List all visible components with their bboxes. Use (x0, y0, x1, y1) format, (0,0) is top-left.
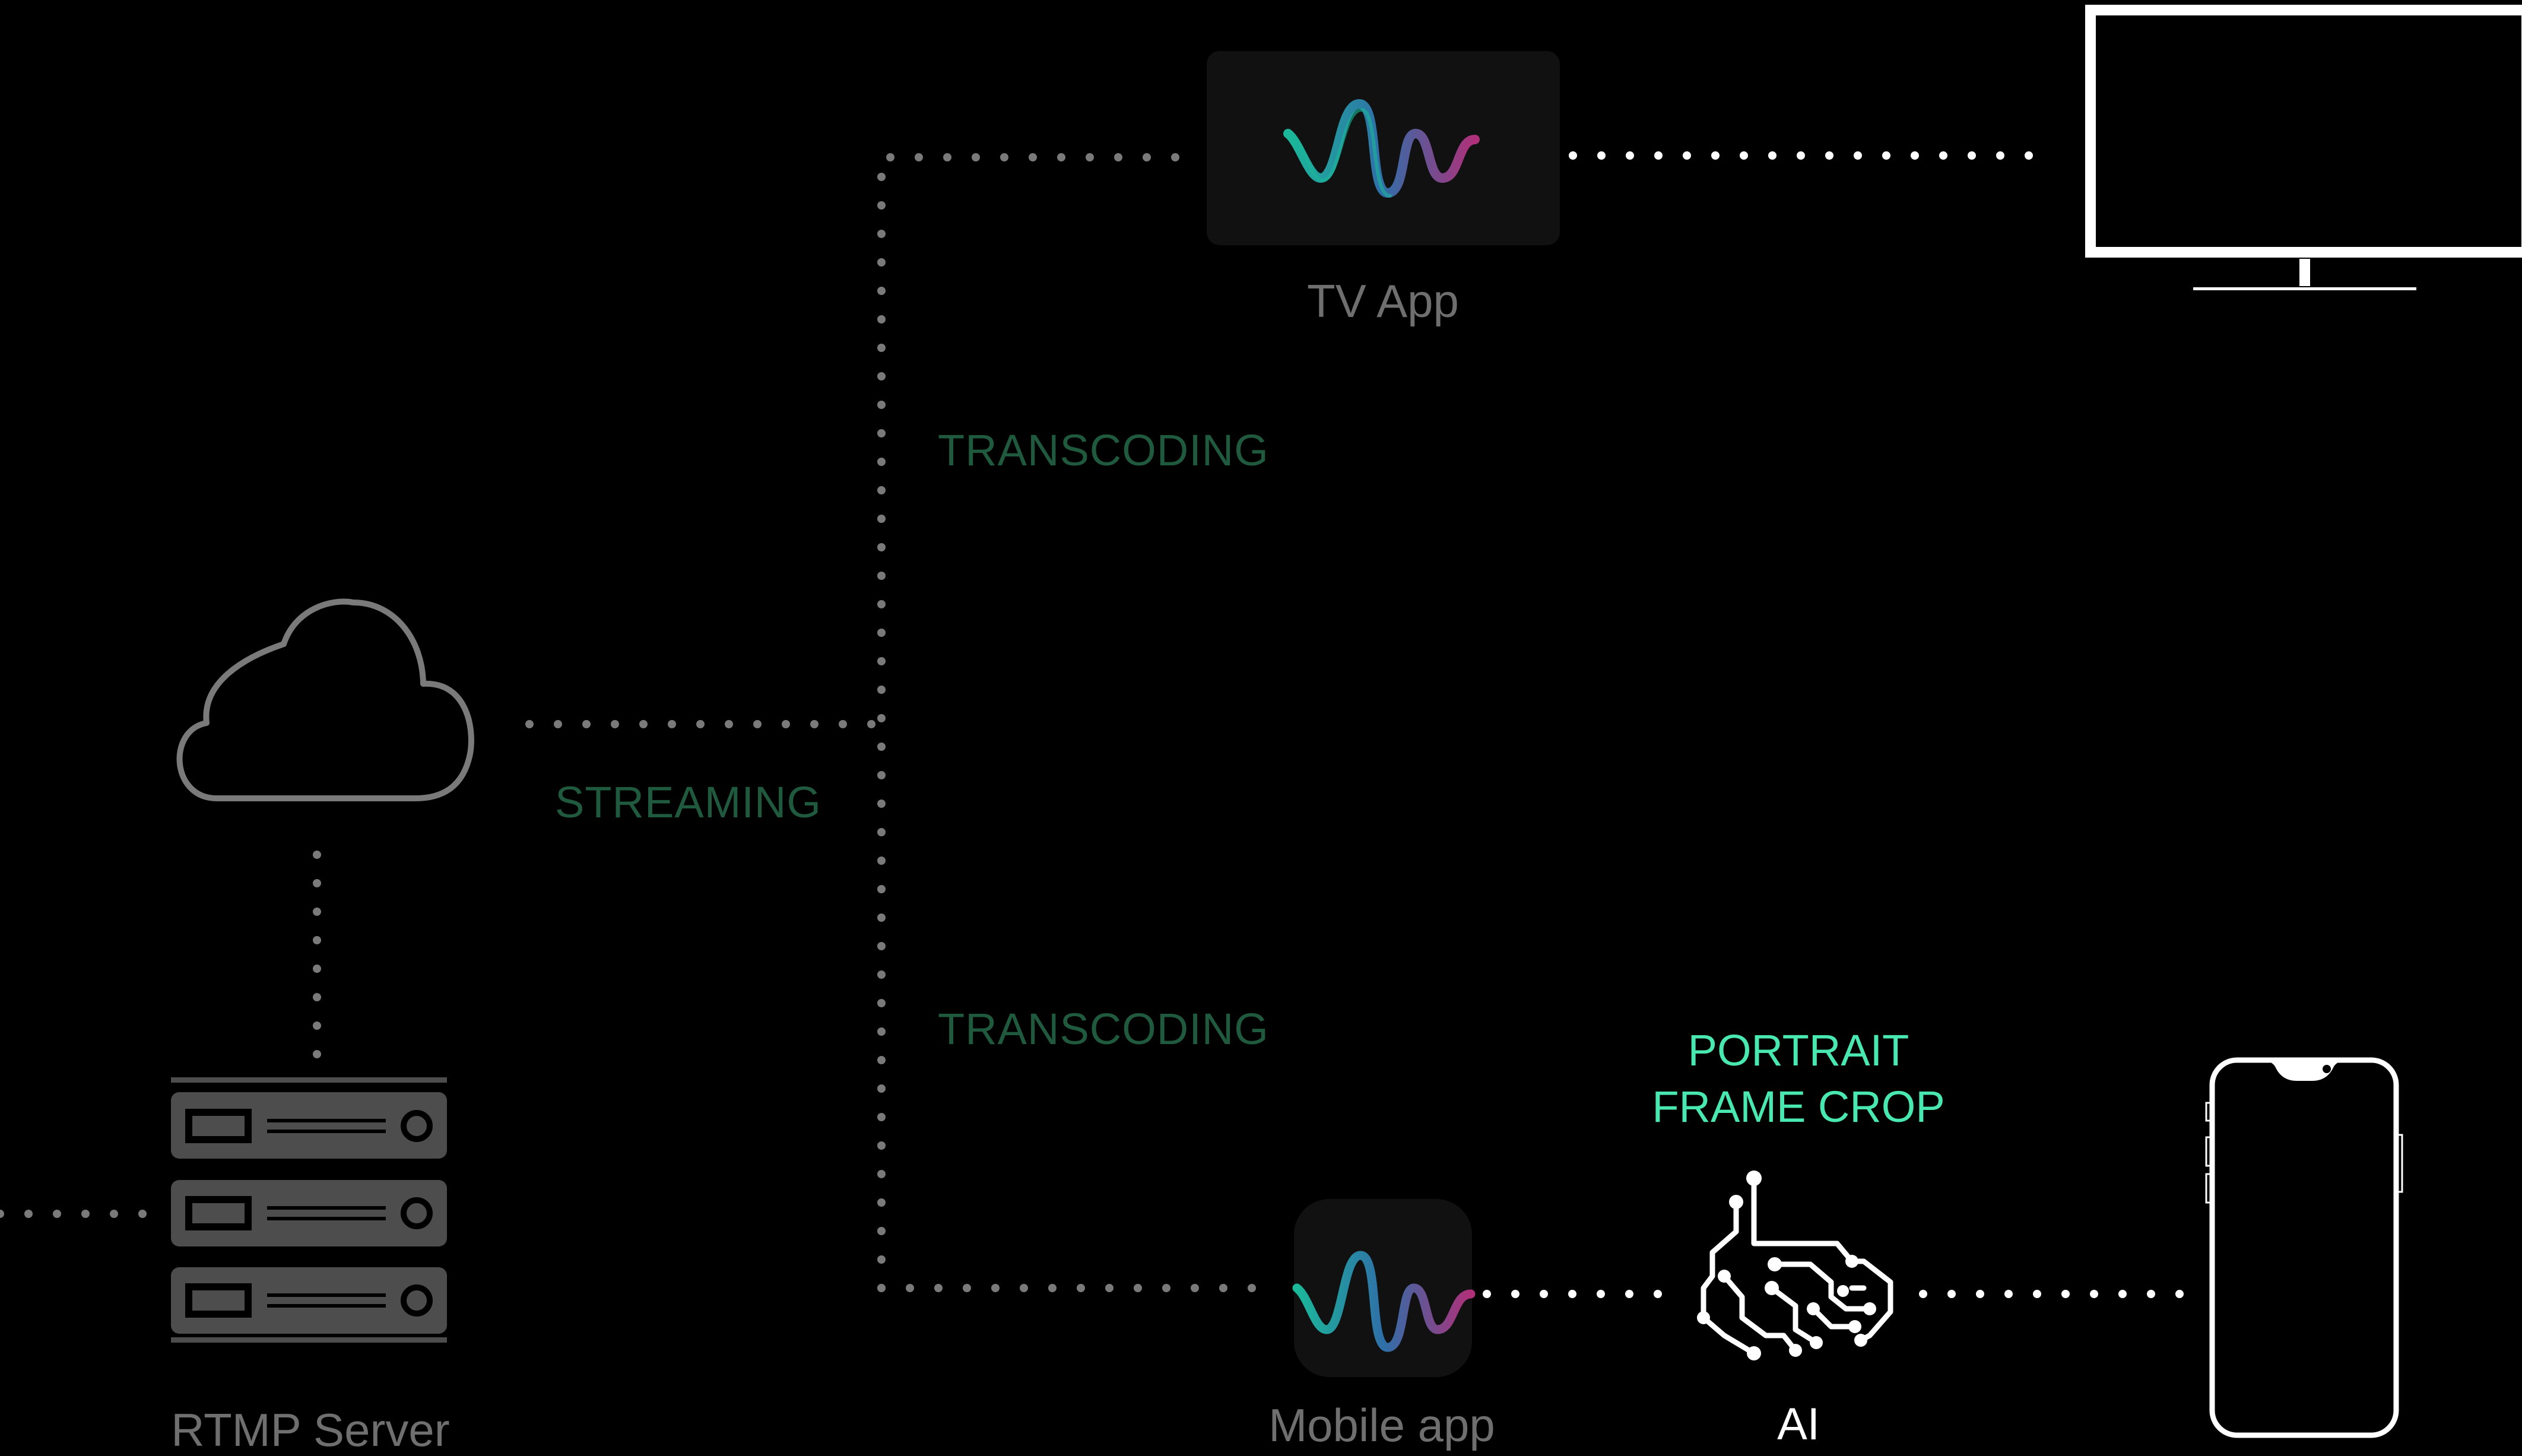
transcoding-bottom-label: TRANSCODING (938, 1004, 1269, 1054)
streaming-label: STREAMING (555, 778, 821, 827)
ai-circuit-head-icon (1697, 1170, 1893, 1360)
portrait-frame-crop-label: PORTRAIT FRAME CROP (1652, 1023, 1944, 1135)
frame-crop-label: FRAME CROP (1652, 1081, 1945, 1131)
tv-app-logo-icon (1207, 51, 1560, 245)
rtmp-server-label: RTMP Server (171, 1404, 450, 1456)
connectors (0, 151, 2188, 1298)
mobile-app-label: Mobile app (1268, 1399, 1495, 1451)
tv-app-label: TV App (1307, 275, 1459, 327)
tv-monitor-icon (2085, 5, 2522, 290)
portrait-label: PORTRAIT (1687, 1026, 1909, 1075)
cloud-icon (176, 598, 474, 801)
ai-label: AI (1777, 1399, 1820, 1449)
server-rack-icon (171, 1077, 447, 1343)
transcoding-top-label: TRANSCODING (938, 426, 1269, 475)
smartphone-icon (2205, 1057, 2403, 1438)
mobile-app-logo-icon (1292, 1199, 1476, 1377)
connector-splitter-to-tv-app (877, 153, 1191, 1292)
